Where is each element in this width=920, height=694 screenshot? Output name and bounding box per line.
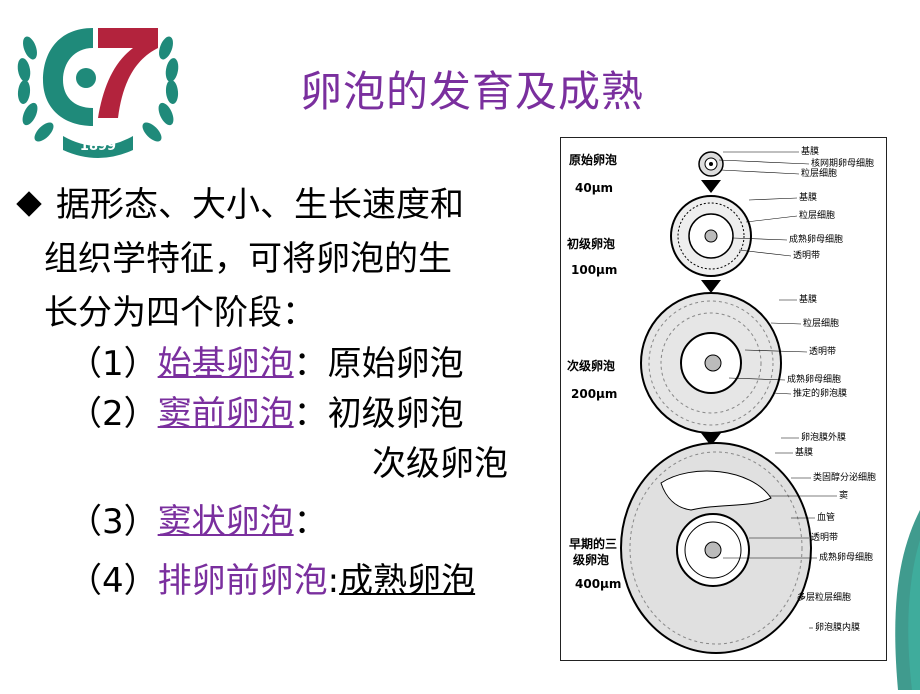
stage-4: （4）排卵前卵泡:成熟卵泡 [68,561,476,601]
bullet-paragraph: 据形态、大小、生长速度和 组织学特征，可将卵泡的生 长分为四个阶段： [14,178,559,340]
arrow-down-icon [701,433,721,446]
logo-dove-shape [98,28,158,118]
fig-stage-4-name: 早期的三 [569,536,617,551]
fig-stage-2-size: 100μm [571,263,617,277]
svg-text:推定的卵泡膜: 推定的卵泡膜 [793,387,847,399]
stage-3: （3）窦状卵泡： [68,502,328,542]
stage-2-extra: 次级卵泡 [372,444,508,484]
svg-text:卵泡膜内膜: 卵泡膜内膜 [815,621,860,633]
svg-text:核网期卵母细胞: 核网期卵母细胞 [811,157,874,169]
svg-text:类固醇分泌细胞: 类固醇分泌细胞 [813,471,876,483]
svg-text:粒层细胞: 粒层细胞 [801,167,837,179]
fig-stage-4-size: 400μm [575,577,621,591]
stage-1: （1）始基卵泡：原始卵泡 [68,344,464,384]
arrow-down-icon [701,180,721,193]
tertiary-follicle [620,442,812,654]
svg-text:成熟卵母细胞: 成熟卵母细胞 [789,233,843,245]
bullet-line-1: 据形态、大小、生长速度和 [14,178,559,232]
arrow-down-icon [701,280,721,293]
secondary-follicle [640,292,782,434]
svg-text:多层粒层细胞: 多层粒层细胞 [797,591,851,603]
svg-text:基膜: 基膜 [799,191,817,203]
bullet-line-3: 长分为四个阶段： [44,293,316,333]
svg-text:血管: 血管 [817,511,835,523]
svg-text:粒层细胞: 粒层细胞 [799,209,835,221]
svg-text:卵泡膜外膜: 卵泡膜外膜 [801,431,846,443]
svg-text:粒层细胞: 粒层细胞 [803,317,839,329]
svg-text:基膜: 基膜 [801,145,819,157]
svg-text:透明带: 透明带 [809,346,836,357]
stage-1-link[interactable]: 始基卵泡 [157,344,294,384]
primary-follicle [670,195,752,277]
fig-stage-3-size: 200μm [571,387,617,401]
bullet-line-2: 组织学特征，可将卵泡的生 [44,239,452,279]
logo-c-shape [43,28,93,126]
svg-text:透明带: 透明带 [811,532,838,543]
corner-decoration [860,510,920,690]
stage-2-link[interactable]: 窦前卵泡 [157,394,294,434]
primordial-follicle [698,151,724,177]
svg-text:成熟卵母细胞: 成熟卵母细胞 [787,373,841,385]
stage-3-link[interactable]: 窦状卵泡 [157,502,294,542]
follicle-diagram: 原始卵泡 40μm 初级卵泡 100μm 次级卵泡 200μm 早期的三 级卵泡… [560,137,887,661]
annotation-lines [718,151,837,629]
svg-text:基膜: 基膜 [795,446,813,458]
fig-stage-4-name2: 级卵泡 [573,552,609,567]
svg-text:基膜: 基膜 [799,293,817,305]
hospital-logo: 1899 [8,8,188,158]
slide-title: 卵泡的发育及成熟 [300,67,645,116]
stage-2: （2）窦前卵泡：初级卵泡 [68,394,464,434]
svg-text:透明带: 透明带 [793,250,820,261]
fig-stage-3-name: 次级卵泡 [567,358,615,373]
fig-stage-1-name: 原始卵泡 [569,152,617,167]
svg-text:窦: 窦 [839,489,848,501]
svg-text:成熟卵母细胞: 成熟卵母细胞 [819,551,873,563]
laurel-left-icon [17,36,54,142]
fig-stage-1-size: 40μm [575,181,613,195]
fig-stage-2-name: 初级卵泡 [567,236,615,251]
diamond-bullet-icon [16,190,42,217]
logo-year: 1899 [80,139,116,154]
laurel-right-icon [142,36,179,142]
